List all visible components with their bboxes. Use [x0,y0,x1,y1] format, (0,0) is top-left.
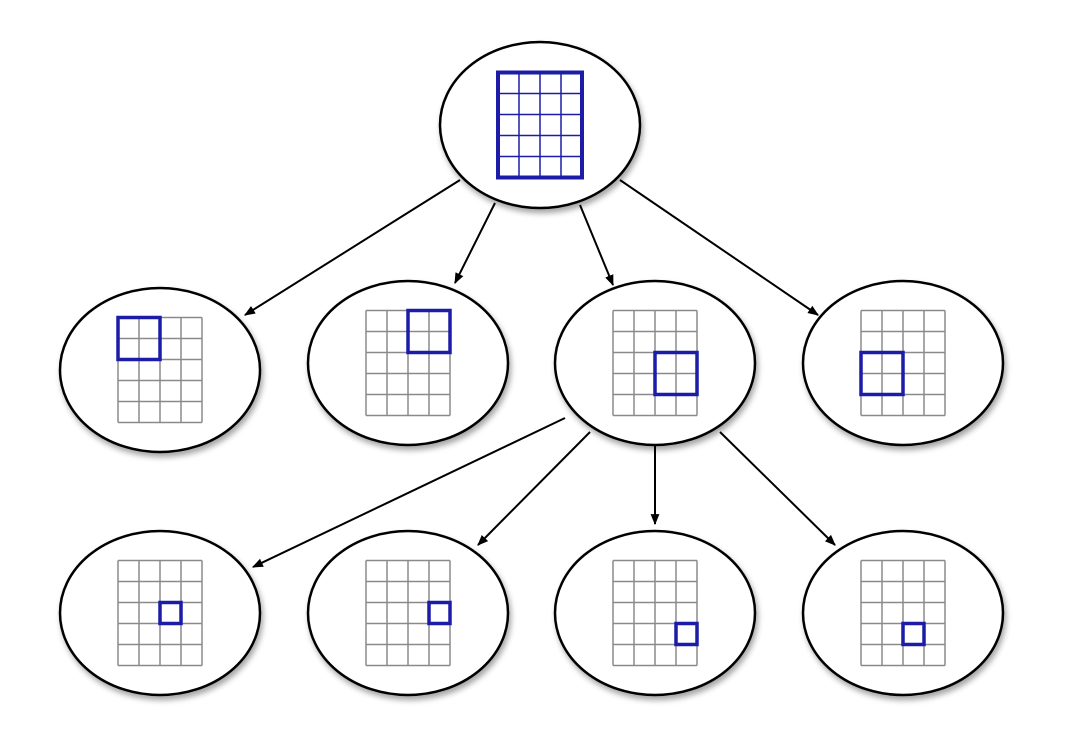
highlight-region [496,70,584,180]
edge-l1-c-to-l2-a [252,417,566,568]
nodes-layer [58,40,1005,697]
highlight-region [427,600,452,626]
highlight-region [901,621,926,647]
highlight-region [653,350,699,397]
node-l2-b [306,529,510,697]
highlight-region [674,621,699,647]
node-l2-d [801,529,1005,697]
node-l2-c [553,529,757,697]
node-l1-d [801,279,1005,447]
highlight-region [859,350,905,397]
node-l1-b [306,279,510,447]
edge-l1-c-to-l2-b [477,431,591,546]
highlight-region [158,600,183,626]
node-l2-a [58,529,262,697]
node-l1-c [553,279,757,447]
edge-l1-c-to-l2-d [719,431,836,546]
edge-root-to-l1-c [579,204,614,287]
edge-root-to-l1-a [244,179,461,316]
highlight-region [116,315,162,362]
edges-layer [244,179,836,568]
edge-root-to-l1-d [619,179,819,316]
grid [612,559,698,667]
highlight-region [406,308,452,355]
edge-root-to-l1-b [454,202,496,284]
node-root [438,40,642,210]
node-l1-a [58,286,262,454]
grid [860,309,946,417]
